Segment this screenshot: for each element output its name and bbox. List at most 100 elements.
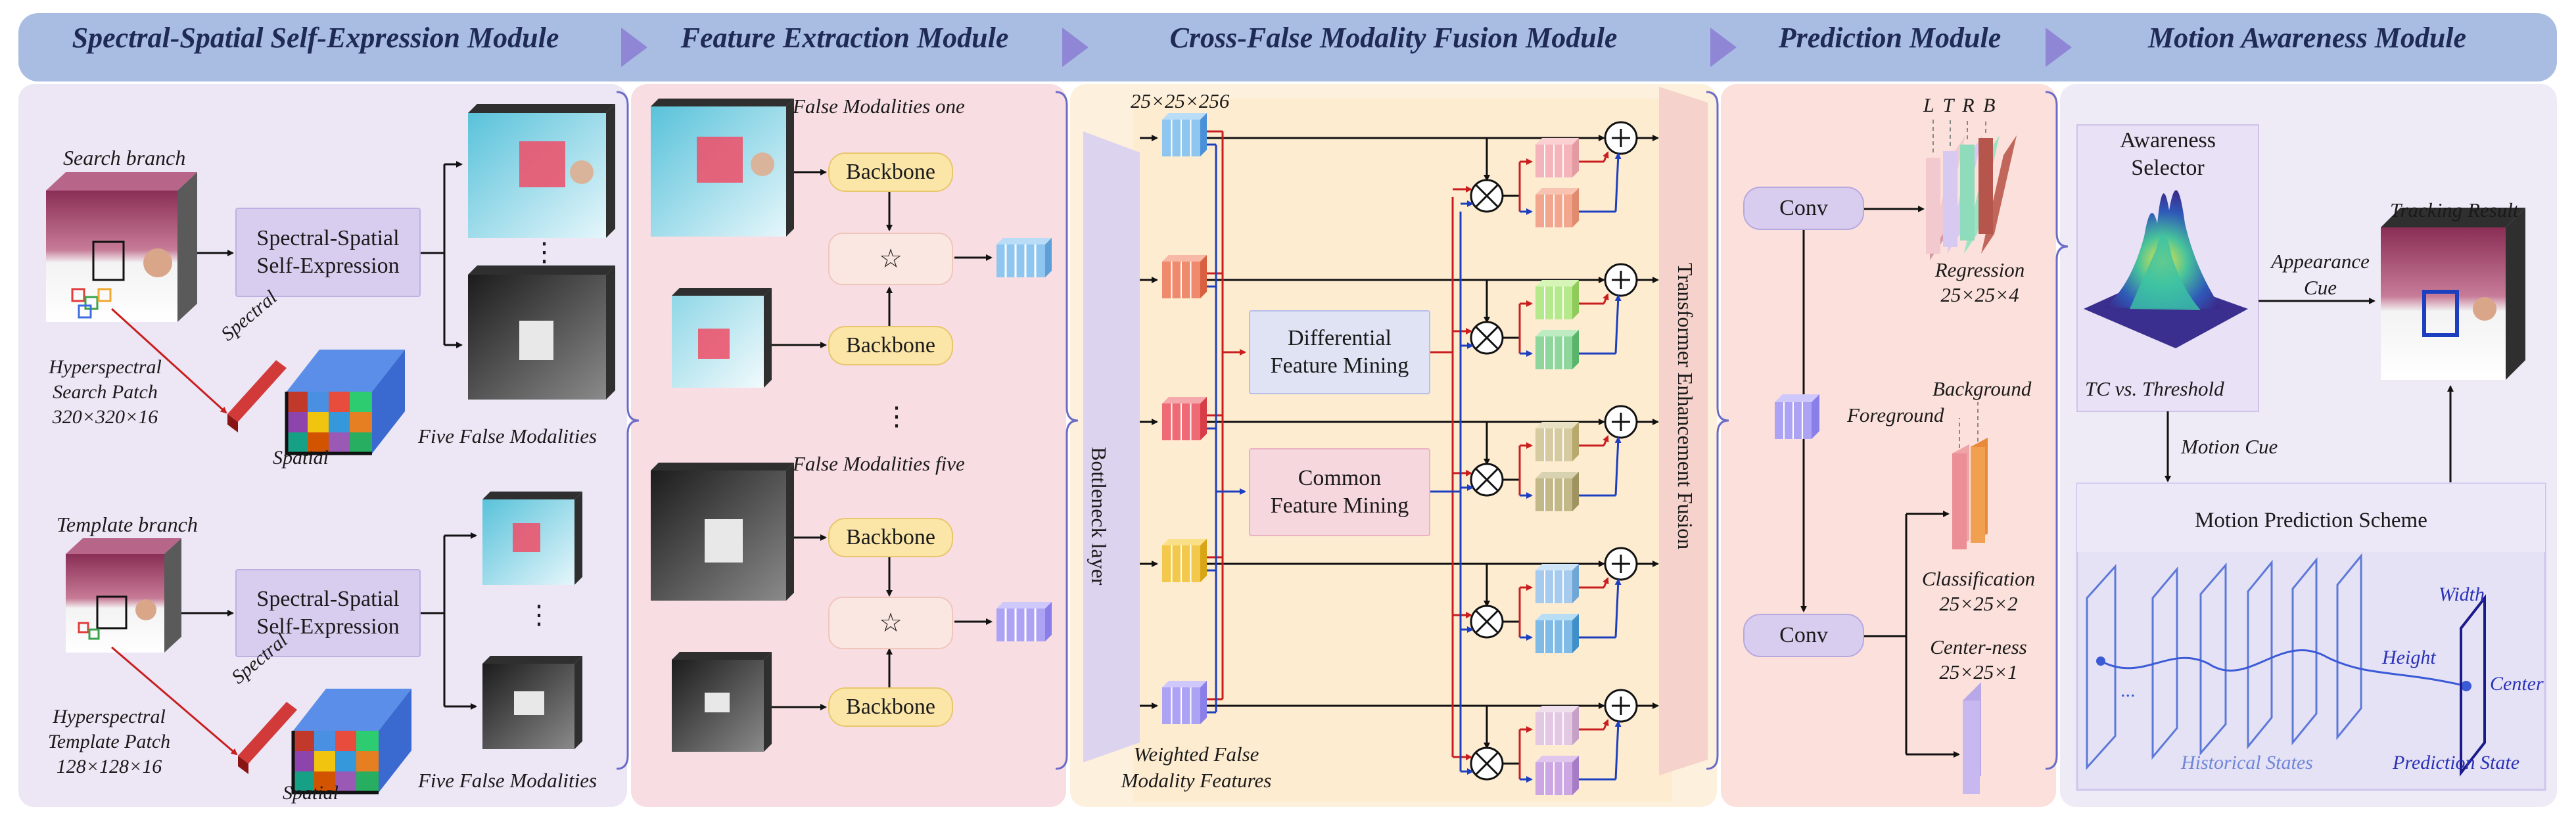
blue-up-0 bbox=[1614, 152, 1622, 212]
fused-cube-a-0-side bbox=[1572, 138, 1579, 177]
ellipsis-label: ... bbox=[2120, 679, 2136, 701]
fused-cube-a-1-top bbox=[1535, 280, 1579, 287]
fm2-img-2 bbox=[672, 288, 772, 388]
red-up-2 bbox=[1603, 435, 1609, 446]
template-cube bbox=[66, 538, 181, 653]
header-feature-extraction: Feature Extraction Module bbox=[680, 22, 1009, 54]
fusion-star-2: ☆ bbox=[828, 597, 953, 649]
weighted-cube-1-top bbox=[1162, 255, 1207, 262]
height-label: Height bbox=[2382, 647, 2436, 668]
ltrb-label: L T R B bbox=[1923, 95, 1996, 116]
header-cross-false-fusion: Cross-False Modality Fusion Module bbox=[1169, 22, 1618, 54]
red-up-3 bbox=[1603, 577, 1609, 588]
weighted-cube-3-side bbox=[1200, 539, 1207, 582]
fused-cube-b-2-side bbox=[1572, 472, 1579, 511]
times-b-1 bbox=[1475, 326, 1499, 350]
width-label: Width bbox=[2439, 584, 2485, 605]
fm-thumb-template-gray bbox=[482, 656, 582, 749]
fusion-star-1: ☆ bbox=[828, 233, 953, 285]
prediction-state-label: Prediction State bbox=[2393, 752, 2520, 773]
header-motion-awareness: Motion Awareness Module bbox=[2147, 22, 2467, 54]
weighted-cube-0-top bbox=[1162, 113, 1207, 120]
template-spectral-cube bbox=[238, 689, 411, 794]
tracking-result-label: Tracking Result bbox=[2390, 198, 2519, 221]
fused-cube-a-3-top bbox=[1535, 564, 1579, 570]
transformer-label: Transformer Enhancement Fusion bbox=[1674, 263, 1697, 550]
red-up-4 bbox=[1603, 719, 1609, 730]
background-label: Background bbox=[1932, 377, 2032, 400]
center-label: Center bbox=[2490, 673, 2544, 695]
fused-cube-b-0-top bbox=[1535, 188, 1579, 195]
spatial-label-template: Spatial bbox=[283, 782, 339, 804]
search-spectral-cube bbox=[227, 350, 405, 455]
five-false-modalities-template: Five False Modalities bbox=[418, 769, 597, 792]
dots-feature: ⋮ bbox=[883, 402, 910, 431]
backbone-4: Backbone bbox=[828, 687, 953, 727]
false-modalities-five-label: False Modalities five bbox=[793, 452, 965, 475]
conv-bottom: Conv bbox=[1743, 614, 1864, 657]
motion-scheme-title: Motion Prediction Scheme bbox=[2195, 509, 2427, 532]
fm-thumb-search-cyan bbox=[468, 104, 615, 238]
backbone-2: Backbone bbox=[828, 326, 953, 365]
fused-cube-b-2-top bbox=[1535, 472, 1579, 478]
times-b-2 bbox=[1475, 468, 1499, 492]
weighted-cube-0-side bbox=[1200, 113, 1207, 156]
spatial-label-search: Spatial bbox=[273, 447, 329, 469]
transformer-shape bbox=[1659, 87, 1708, 775]
bottleneck-label: Bottleneck layer bbox=[1087, 447, 1111, 586]
header-prediction: Prediction Module bbox=[1778, 22, 2002, 54]
fused-cube-a-4-top bbox=[1535, 706, 1579, 712]
conv-top: Conv bbox=[1743, 187, 1864, 230]
weighted-cube-4-top bbox=[1162, 681, 1207, 687]
fm2-img-1 bbox=[651, 99, 794, 237]
fm2-img-3 bbox=[651, 463, 794, 601]
fm-thumb-search-gray bbox=[468, 265, 615, 400]
fused-cube-a-1-side bbox=[1572, 280, 1579, 319]
fm-thumb-template-cyan bbox=[482, 492, 582, 585]
fused-cube-a-2-top bbox=[1535, 422, 1579, 428]
blue-up-4 bbox=[1614, 720, 1622, 780]
motion-cue-label: Motion Cue bbox=[2181, 435, 2278, 458]
fused-cube-a-4-side bbox=[1572, 706, 1579, 745]
backbone-1: Backbone bbox=[828, 152, 953, 192]
tc-threshold-label: TC vs. Threshold bbox=[2085, 377, 2224, 400]
fused-cube-b-1-top bbox=[1535, 330, 1579, 336]
bottleneck-layer-shape bbox=[1083, 131, 1140, 762]
foreground-label: Foreground bbox=[1847, 403, 1944, 426]
fused-cube-b-0-side bbox=[1572, 188, 1579, 227]
fused-cube-b-3-top bbox=[1535, 614, 1579, 620]
fused-cube-a-2-side bbox=[1572, 422, 1579, 461]
fused-cube-b-4-side bbox=[1572, 756, 1579, 795]
feat-stack-purple bbox=[996, 602, 1052, 641]
fused-cube-a-0-top bbox=[1535, 138, 1579, 145]
search-branch-label: Search branch bbox=[63, 146, 186, 170]
dots-template: ⋮ bbox=[526, 600, 552, 630]
times-b-0 bbox=[1475, 184, 1499, 208]
dim-label: 25×25×256 bbox=[1131, 89, 1230, 112]
search-cube bbox=[46, 172, 197, 322]
fused-cube-b-3-side bbox=[1572, 614, 1579, 653]
red-up-0 bbox=[1603, 151, 1609, 162]
times-b-4 bbox=[1475, 752, 1499, 775]
weighted-cube-4-side bbox=[1200, 681, 1207, 724]
feat-stack-blue bbox=[996, 238, 1052, 277]
fused-cube-b-1-side bbox=[1572, 330, 1579, 369]
template-branch-label: Template branch bbox=[57, 513, 198, 536]
blue-up-3 bbox=[1614, 578, 1622, 638]
weighted-cube-1-side bbox=[1200, 255, 1207, 298]
backbone-3: Backbone bbox=[828, 518, 953, 557]
